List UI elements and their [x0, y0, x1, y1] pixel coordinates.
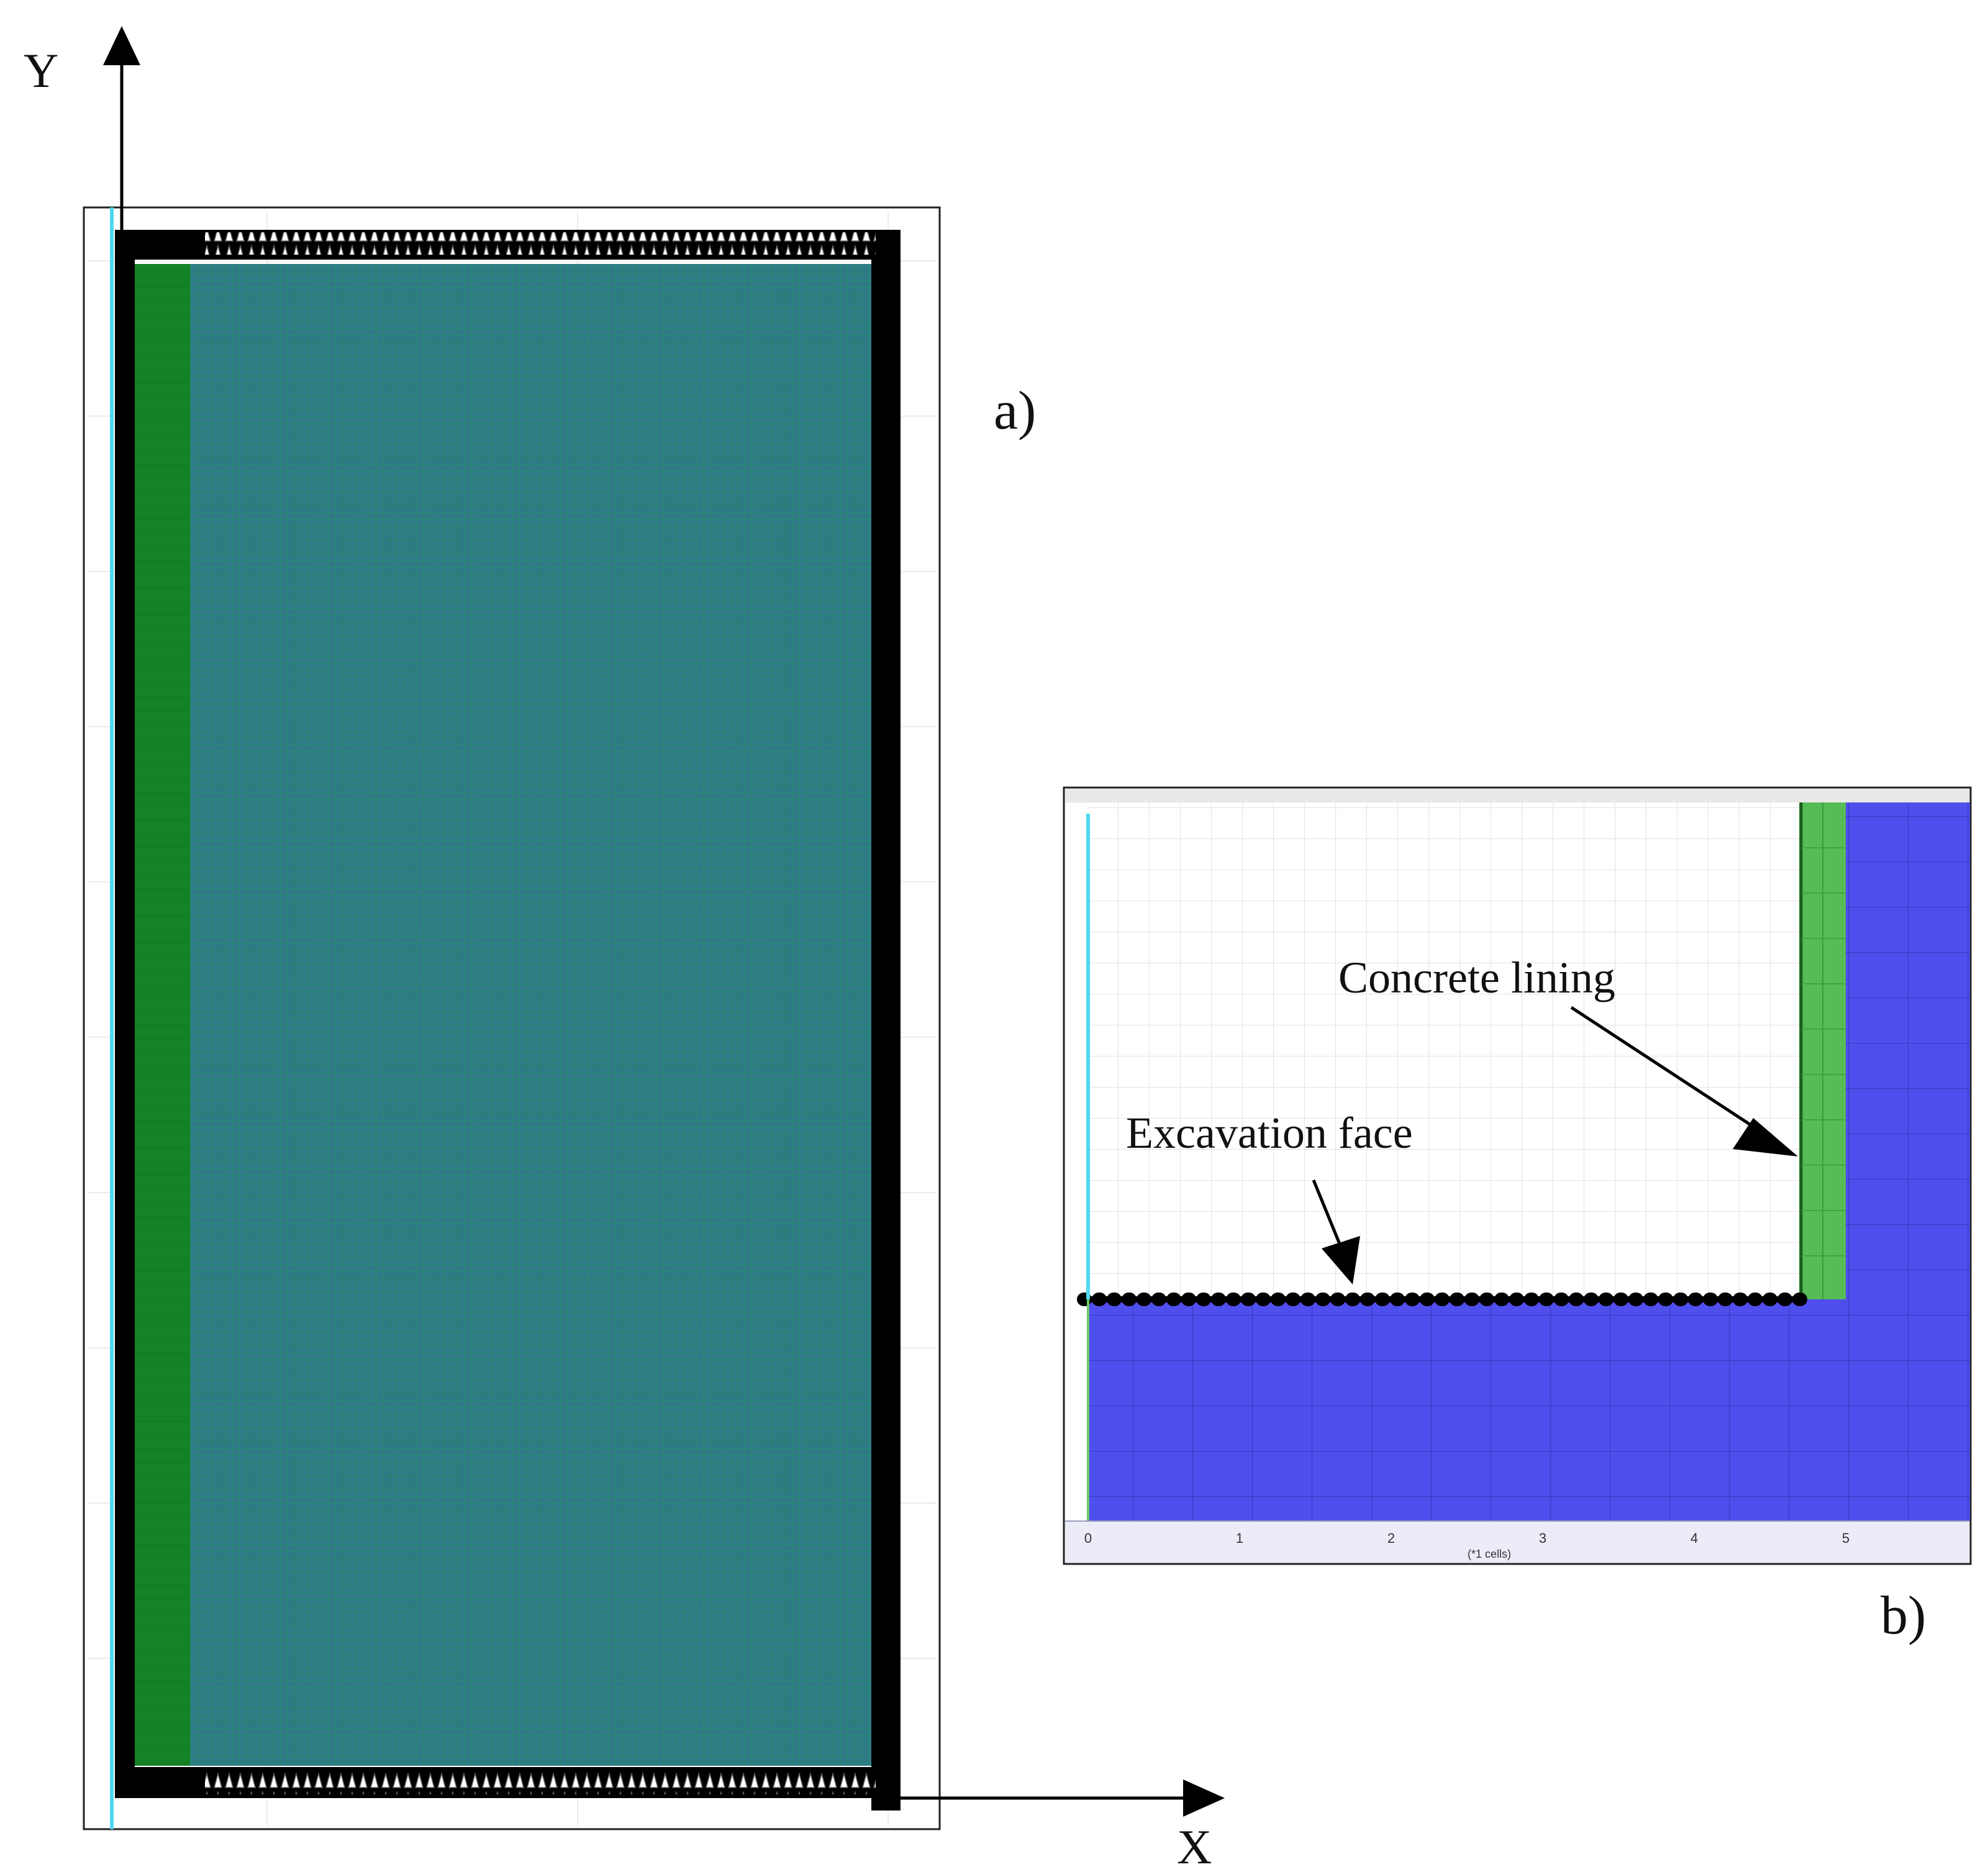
rock-mass-grid-bottom — [1088, 1299, 1970, 1521]
concrete-lining-cells — [1801, 847, 1846, 1256]
roller-supports-bottom-row — [205, 1772, 876, 1794]
scale-tick-5: 5 — [1842, 1530, 1850, 1546]
x-axis-label: X — [1177, 1820, 1212, 1872]
panel-b: 0 1 2 3 4 5 (*1 cells) Concrete lining E… — [1063, 786, 1972, 1646]
scale-tick-1: 1 — [1236, 1530, 1243, 1546]
concrete-lining-mesh — [135, 264, 190, 1766]
excavation-face-arrowhead — [1322, 1236, 1360, 1284]
concrete-lining-arrowhead — [1733, 1118, 1798, 1156]
y-axis-label: Y — [24, 43, 58, 98]
scale-tick-2: 2 — [1387, 1530, 1395, 1546]
panel-a-label: a) — [994, 381, 1036, 441]
panel-b-label: b) — [1881, 1586, 1926, 1646]
excavation-face-arrow — [1312, 1179, 1343, 1249]
concrete-lining-arrow — [1570, 1006, 1765, 1135]
scale-tick-0: 0 — [1084, 1530, 1092, 1546]
panel-b-title-bar — [1065, 789, 1969, 802]
scale-tick-4: 4 — [1691, 1530, 1698, 1546]
scale-tick-3: 3 — [1539, 1530, 1546, 1546]
coordinate-axes: Y X — [24, 26, 1225, 1872]
panel-a: a) — [83, 206, 1036, 1830]
roller-supports-top-row — [205, 232, 876, 255]
model-boundary-right — [871, 230, 901, 1811]
rock-mass-mesh — [190, 264, 871, 1766]
concrete-lining-label: Concrete lining — [1338, 953, 1615, 1002]
scale-bar — [1065, 1521, 1969, 1563]
x-axis-arrowhead — [1183, 1779, 1225, 1817]
scale-axis-unit: (*1 cells) — [1468, 1548, 1511, 1560]
y-axis-arrowhead — [103, 26, 140, 65]
model-boundary-left — [115, 230, 135, 1798]
excavation-face-label: Excavation face — [1126, 1108, 1413, 1158]
rock-mass-grid-right — [1846, 802, 1970, 1299]
scale-ticks: 0 1 2 3 4 5 — [1084, 1530, 1850, 1546]
